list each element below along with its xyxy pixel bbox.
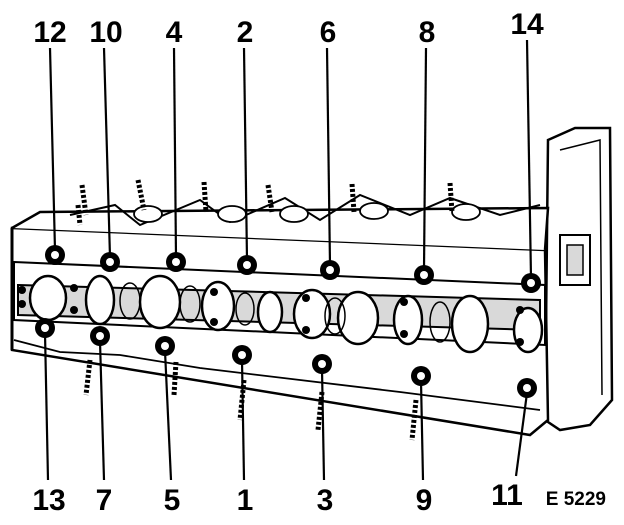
bolt-1 [232,345,252,365]
bolt-3 [312,354,332,374]
bolt-12 [45,245,65,265]
leader-lines-top [48,39,533,279]
bolt-7 [90,326,110,346]
callout-13: 13 [32,484,65,517]
bolt-4 [166,252,186,272]
callout-8: 8 [419,16,436,49]
bolt-6 [320,260,340,280]
bolt-10 [100,252,120,272]
bolt-14 [521,273,541,293]
callout-6: 6 [320,16,337,49]
leader-lines-bottom [43,332,529,481]
bolt-5 [155,336,175,356]
callout-10: 10 [89,16,122,49]
bolt-8 [414,265,434,285]
callout-1: 1 [237,484,254,517]
bolt-9 [411,366,431,386]
callout-11: 11 [491,479,523,512]
figure-reference: E 5229 [546,489,606,510]
callout-4: 4 [166,16,183,49]
callout-5: 5 [164,484,181,517]
bolt-2 [237,255,257,275]
callout-9: 9 [416,484,433,517]
callout-12: 12 [33,16,66,49]
callout-2: 2 [237,16,254,49]
callout-7: 7 [96,484,113,517]
cylinder-head-illustration [10,126,614,441]
callout-14: 14 [510,8,544,41]
bolt-11 [517,378,537,398]
bolt-13 [35,318,55,338]
callout-3: 3 [317,484,334,517]
